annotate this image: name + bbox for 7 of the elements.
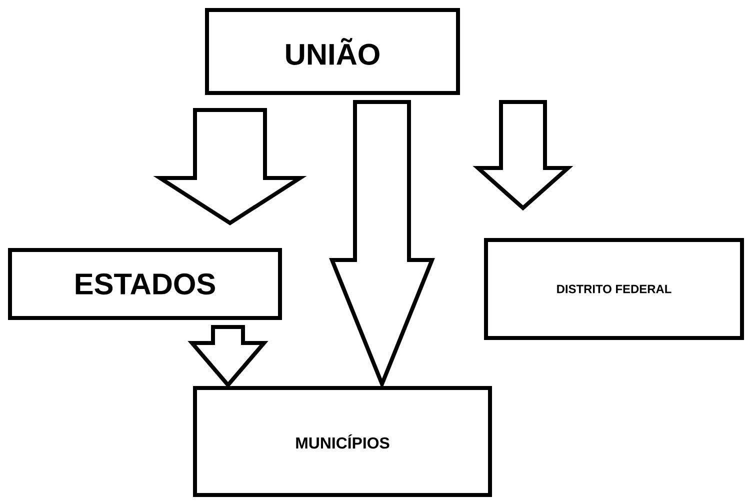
text-box: ESTADOS: [8, 248, 282, 320]
text-box: DISTRITO FEDERAL: [484, 238, 744, 340]
text-box: MUNICÍPIOS: [193, 386, 492, 497]
block-arrow: [188, 325, 268, 388]
block-arrow: [153, 108, 307, 226]
text-box: UNIÃO: [205, 8, 460, 95]
block-arrow: [472, 100, 574, 211]
